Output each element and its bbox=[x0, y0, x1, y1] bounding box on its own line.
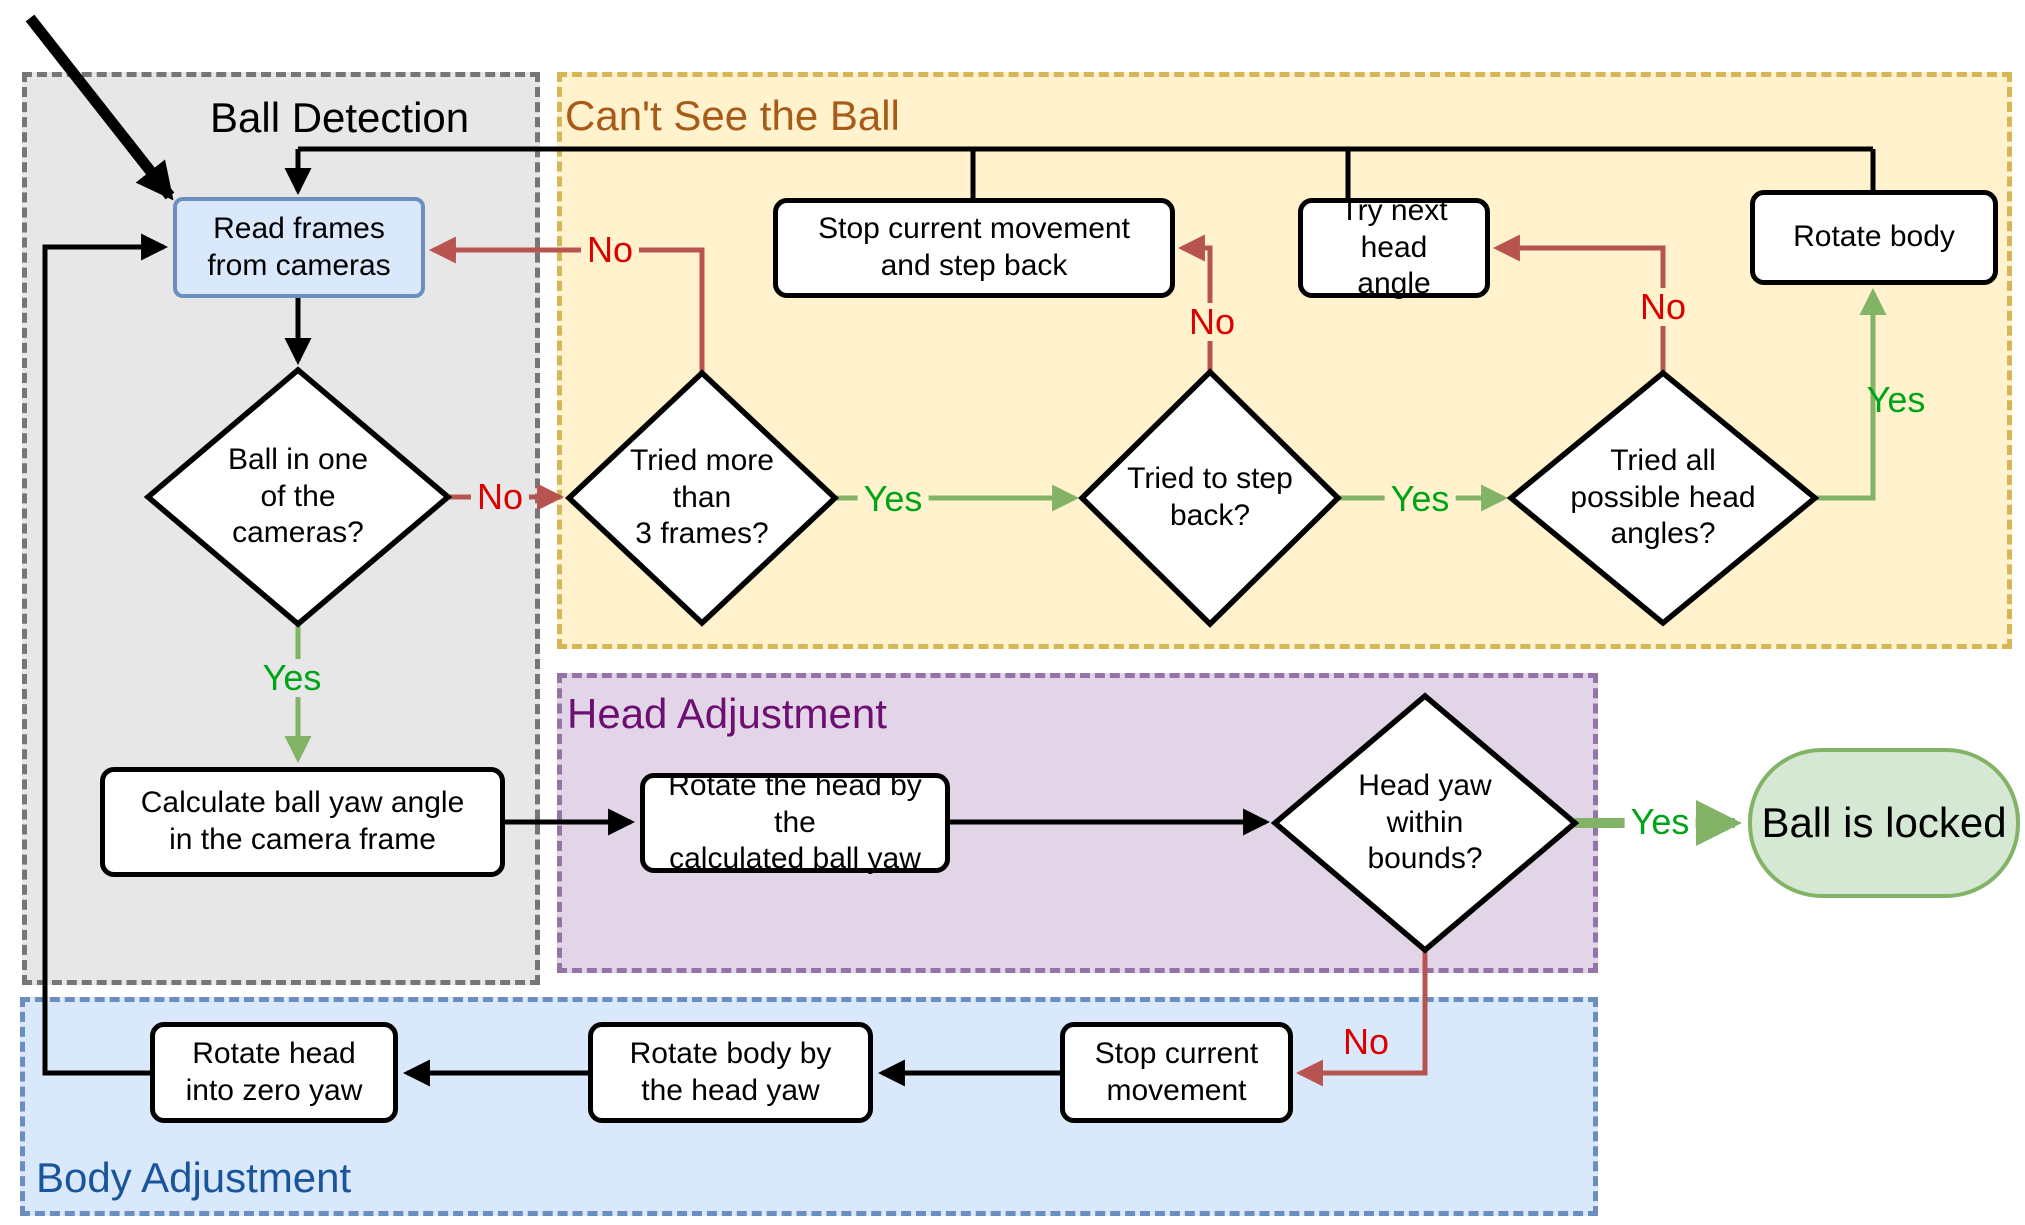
edge-tried3-no bbox=[428, 236, 705, 373]
decision-label-tried-all-angles: Tried all possible head angles? bbox=[1570, 444, 1756, 551]
edge-label-triedall-yes: Yes bbox=[1866, 379, 1926, 420]
node-rotate-body: Rotate body bbox=[1750, 190, 1998, 285]
edge-triedall-yes bbox=[1815, 287, 1887, 501]
edge-feedback-loop bbox=[42, 233, 169, 1076]
edge-label-tried3-yes: Yes bbox=[857, 480, 929, 518]
node-stop-and-step-back: Stop current movement and step back bbox=[773, 198, 1175, 298]
node-stop-current-movement: Stop current movement bbox=[1060, 1022, 1293, 1123]
node-rotate-body-by-head-yaw: Rotate body by the head yaw bbox=[588, 1022, 873, 1123]
edge-headyaw-no bbox=[1295, 950, 1428, 1087]
edge-start-arrow bbox=[25, 14, 175, 201]
decision-label-tried-step-back: Tried to step back? bbox=[1127, 462, 1293, 532]
edge-label-tried3-no: No bbox=[580, 231, 640, 269]
region-title-body-adjustment: Body Adjustment bbox=[36, 1154, 352, 1201]
decision-label-head-yaw-bounds: Head yaw within bounds? bbox=[1358, 769, 1492, 876]
decision-tried-step-back bbox=[1078, 368, 1342, 628]
decision-ball-in-cameras bbox=[143, 366, 453, 628]
region-title-head-adjustment: Head Adjustment bbox=[567, 690, 887, 737]
edge-label-triedall-no: No bbox=[1633, 288, 1693, 326]
decision-label-tried-3-frames: Tried more than 3 frames? bbox=[630, 444, 774, 551]
node-rotate-head-by-yaw: Rotate the head by the calculated ball y… bbox=[640, 769, 950, 875]
decision-label-ball-in-cameras: Ball in one of the cameras? bbox=[227, 443, 369, 550]
region-title-cant-see-ball: Can't See the Ball bbox=[565, 92, 900, 139]
edge-label-ballcheck-no: No bbox=[470, 478, 530, 516]
node-ball-is-locked: Ball is locked bbox=[1748, 748, 2020, 898]
edge-return-trunk bbox=[298, 146, 1876, 198]
node-try-next-head-angle: Try next head angle bbox=[1298, 194, 1490, 300]
decision-tried-3-frames bbox=[564, 369, 840, 627]
edge-label-headyaw-no: No bbox=[1342, 1021, 1390, 1062]
node-calc-ball-yaw: Calculate ball yaw angle in the camera f… bbox=[100, 767, 505, 877]
node-rotate-head-zero-yaw: Rotate head into zero yaw bbox=[150, 1022, 398, 1123]
node-read-frames: Read frames from cameras bbox=[173, 197, 425, 298]
decision-tried-all-angles bbox=[1506, 369, 1820, 627]
edge-label-triedstep-no: No bbox=[1182, 303, 1242, 341]
edge-label-triedstep-yes: Yes bbox=[1384, 480, 1456, 518]
edge-label-ballcheck-yes: Yes bbox=[256, 659, 328, 697]
edge-label-headyaw-yes: Yes bbox=[1624, 803, 1696, 841]
decision-head-yaw-bounds bbox=[1270, 692, 1580, 954]
region-title-ball-detection: Ball Detection bbox=[210, 94, 470, 141]
edge-triedall-no bbox=[1492, 234, 1666, 373]
